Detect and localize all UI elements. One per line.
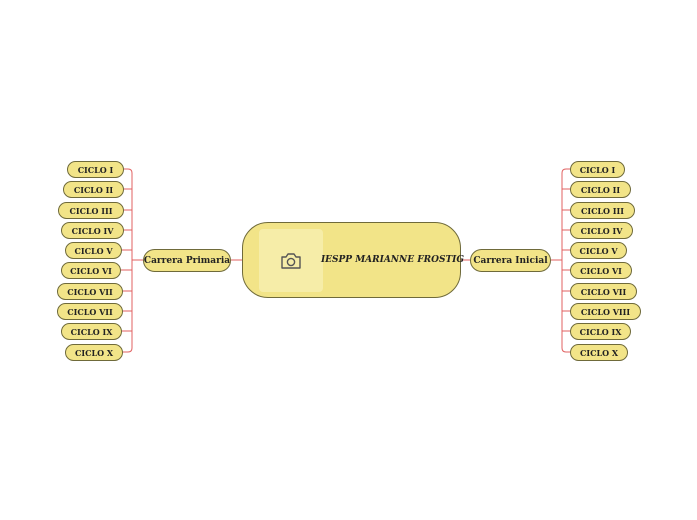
connector-right-10 (561, 347, 570, 353)
branch-carrera-inicial[interactable]: Carrera Inicial (470, 249, 551, 272)
right-cycle-10[interactable]: CICLO X (570, 344, 628, 361)
right-cycle-5[interactable]: CICLO V (570, 242, 627, 259)
left-cycle-1[interactable]: CICLO I (67, 161, 124, 178)
central-topic-title: IESPP MARIANNE FROSTIG (320, 255, 465, 265)
right-cycle-2[interactable]: CICLO II (570, 181, 631, 198)
left-cycle-4[interactable]: CICLO IV (61, 222, 124, 239)
left-cycle-7[interactable]: CICLO VII (57, 283, 123, 300)
right-cycle-1[interactable]: CICLO I (570, 161, 625, 178)
left-cycle-6[interactable]: CICLO VI (61, 262, 121, 279)
branch-carrera-primaria[interactable]: Carrera Primaria (143, 249, 231, 272)
left-cycle-3[interactable]: CICLO III (58, 202, 124, 219)
camera-icon (281, 252, 301, 269)
image-placeholder[interactable] (259, 229, 323, 292)
right-cycle-7[interactable]: CICLO VII (570, 283, 637, 300)
right-cycle-4[interactable]: CICLO IV (570, 222, 633, 239)
connector-left-10 (123, 347, 133, 353)
left-cycle-8[interactable]: CICLO VII (57, 303, 123, 320)
left-cycle-9[interactable]: CICLO IX (61, 323, 122, 340)
right-cycle-6[interactable]: CICLO VI (570, 262, 632, 279)
central-topic[interactable]: IESPP MARIANNE FROSTIG (242, 222, 465, 298)
right-cycle-9[interactable]: CICLO IX (570, 323, 631, 340)
connector-left-1 (124, 168, 133, 174)
connector-right-1 (561, 168, 570, 174)
left-cycle-5[interactable]: CICLO V (65, 242, 122, 259)
left-cycle-2[interactable]: CICLO II (63, 181, 124, 198)
right-cycle-3[interactable]: CICLO III (570, 202, 635, 219)
left-cycle-10[interactable]: CICLO X (65, 344, 123, 361)
right-cycle-8[interactable]: CICLO VIII (570, 303, 641, 320)
